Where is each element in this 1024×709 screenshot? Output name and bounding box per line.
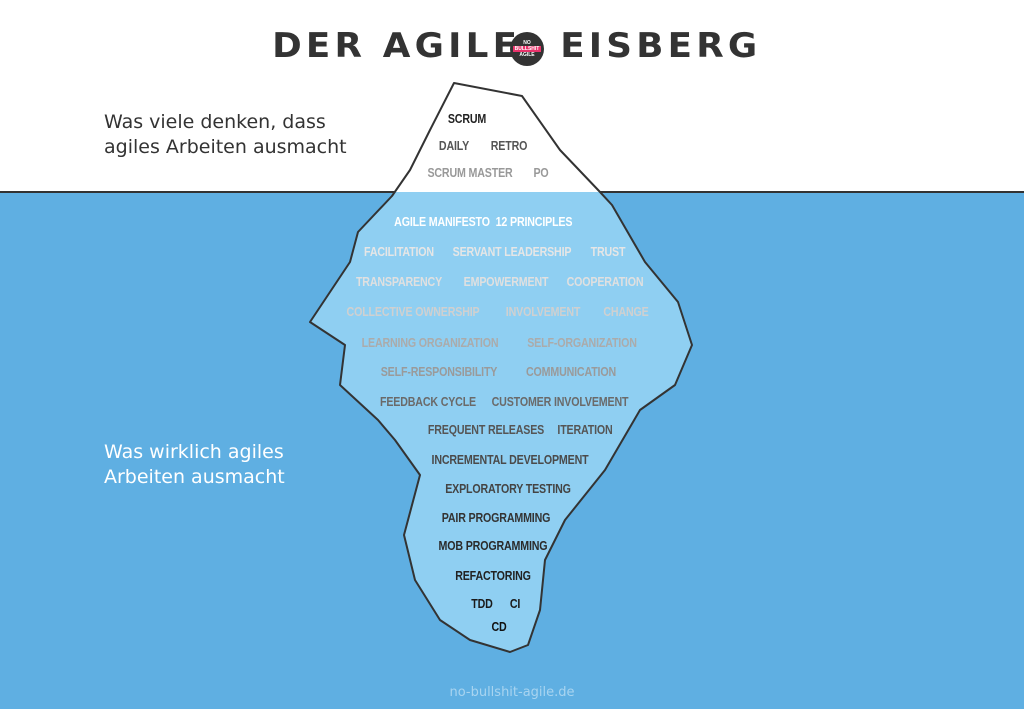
iceberg-word: INCREMENTAL DEVELOPMENT — [431, 452, 589, 467]
iceberg-word: TDD — [471, 596, 493, 611]
caption-line: Was viele denken, dass — [104, 111, 326, 133]
iceberg-word: TRANSPARENCY — [355, 274, 443, 289]
iceberg-word: SELF-ORGANIZATION — [527, 335, 637, 350]
iceberg-word: ITERATION — [557, 422, 613, 437]
iceberg-word: CHANGE — [603, 304, 649, 319]
iceberg-word: FACILITATION — [364, 244, 434, 259]
logo-text: BULLSHIT — [512, 46, 542, 52]
iceberg-word: CD — [491, 619, 507, 634]
iceberg-word: PAIR PROGRAMMING — [441, 510, 551, 525]
caption-line: agiles Arbeiten ausmacht — [104, 136, 347, 158]
iceberg-word: AGILE MANIFESTO — [394, 214, 490, 229]
iceberg-word: RETRO — [490, 138, 528, 153]
caption-above-water: Was viele denken, dass agiles Arbeiten a… — [104, 110, 347, 160]
iceberg-word: EXPLORATORY TESTING — [445, 481, 571, 496]
iceberg-word: MOB PROGRAMMING — [438, 538, 548, 553]
iceberg-word: COLLECTIVE OWNERSHIP — [346, 304, 480, 319]
iceberg-word: SELF-RESPONSIBILITY — [380, 364, 498, 379]
iceberg-word: COMMUNICATION — [525, 364, 617, 379]
iceberg-word: SCRUM MASTER — [427, 165, 513, 180]
title-left: DER AGILE — [272, 26, 522, 66]
caption-line: Was wirklich agiles — [104, 441, 284, 463]
iceberg-word: COOPERATION — [566, 274, 644, 289]
iceberg-word: SERVANT LEADERSHIP — [452, 244, 572, 259]
iceberg-word: REFACTORING — [455, 568, 531, 583]
iceberg-word: DAILY — [438, 138, 470, 153]
iceberg-word: FEEDBACK CYCLE — [379, 394, 477, 409]
iceberg-word: SCRUM — [447, 111, 487, 126]
caption-line: Arbeiten ausmacht — [104, 466, 285, 488]
iceberg-word: PO — [533, 165, 549, 180]
iceberg-word: FREQUENT RELEASES — [427, 422, 545, 437]
iceberg-word: INVOLVEMENT — [505, 304, 581, 319]
caption-below-water: Was wirklich agiles Arbeiten ausmacht — [104, 440, 285, 490]
iceberg-word: CI — [509, 596, 521, 611]
logo-text: NO — [523, 40, 531, 46]
footer-url: no-bullshit-agile.de — [449, 685, 575, 700]
iceberg-word: 12 PRINCIPLES — [495, 214, 573, 229]
logo-text: AGILE — [519, 52, 535, 58]
iceberg-word: TRUST — [590, 244, 626, 259]
iceberg-word: LEARNING ORGANIZATION — [361, 335, 499, 350]
iceberg-word: CUSTOMER INVOLVEMENT — [491, 394, 629, 409]
title-right: EISBERG — [560, 26, 762, 66]
iceberg-word: EMPOWERMENT — [463, 274, 549, 289]
